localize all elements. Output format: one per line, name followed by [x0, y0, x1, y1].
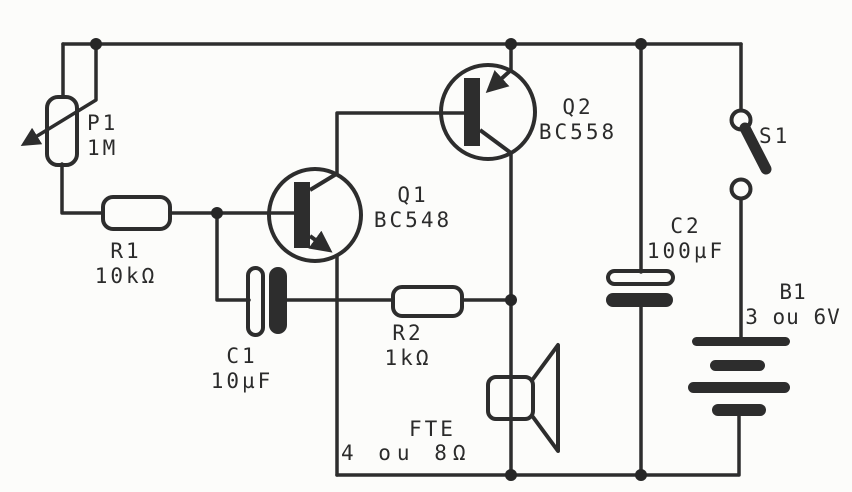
- s1-ref: S1: [759, 124, 791, 148]
- junction-dot: [90, 38, 102, 50]
- capacitor-c2-symbol: [606, 269, 675, 307]
- q1-collector-line: [308, 171, 340, 192]
- q1-base-bar: [294, 182, 310, 248]
- c1-ref: C1: [226, 344, 258, 368]
- q2-collector-line: [478, 128, 513, 155]
- capacitor-c1-symbol: [246, 266, 287, 337]
- p1-wiper-arrow: [20, 44, 98, 147]
- junction-dot: [211, 207, 223, 219]
- resistor-r1-symbol: [101, 195, 172, 231]
- c2-value: 100µF: [646, 239, 726, 263]
- fte-ref: FTE: [409, 417, 456, 441]
- p1-ref: P1: [87, 111, 119, 135]
- q2-emitter-arrow: [485, 68, 513, 93]
- r1-ref: R1: [110, 239, 142, 263]
- c1-value: 10µF: [210, 369, 274, 393]
- junction-dot: [635, 38, 647, 50]
- r1-value: 10kΩ: [94, 264, 158, 288]
- q2-value: BC558: [538, 120, 618, 144]
- b1-ref: B1: [779, 280, 807, 304]
- c1-label: C1 10µF: [198, 344, 286, 394]
- q1-value: BC548: [373, 208, 453, 232]
- junction-dot: [505, 38, 517, 50]
- b1-label: B1 3 ou 6V: [731, 280, 852, 330]
- switch-s1-symbol: [729, 108, 772, 201]
- junction-dots: [90, 38, 647, 481]
- resistor-r2-symbol: [391, 285, 464, 318]
- q2-label: Q2 BC558: [531, 95, 625, 145]
- c2-label: C2 100µF: [643, 214, 729, 264]
- potentiometer-p1-symbol: [20, 44, 98, 167]
- junction-dot: [635, 469, 647, 481]
- q2-ref: Q2: [562, 95, 594, 119]
- r1-label: R1 10kΩ: [82, 239, 170, 289]
- transistor-q1-symbol: [267, 167, 363, 263]
- q2-base-bar: [464, 78, 480, 146]
- c2-ref: C2: [670, 214, 702, 238]
- transistor-q2-symbol: [439, 63, 537, 161]
- fte-value-label: 4 ou 8Ω: [341, 441, 472, 466]
- s1-blade: [739, 122, 772, 175]
- wires: [60, 42, 743, 477]
- p1-label: P1 1M: [87, 111, 118, 161]
- junction-dot: [505, 469, 517, 481]
- speaker-fte-symbol: [486, 343, 560, 453]
- q1-emitter-arrow: [308, 230, 333, 253]
- speaker-cone: [531, 343, 560, 453]
- battery-b1-symbol: [688, 337, 790, 416]
- q1-collector-to-q2-base-wire: [335, 111, 466, 176]
- p1-value: 1M: [87, 136, 119, 160]
- q1-ref: Q1: [397, 183, 429, 207]
- r2-value: 1kΩ: [384, 346, 432, 370]
- fte-value: 4 ou 8Ω: [341, 441, 472, 465]
- r2-ref: R2: [392, 321, 424, 345]
- base-node-to-c1-wire: [215, 211, 251, 302]
- s1-label: S1: [759, 124, 790, 149]
- r2-label: R2 1kΩ: [362, 321, 454, 371]
- p1-bottom-lead: [60, 162, 105, 215]
- junction-dot: [505, 294, 517, 306]
- fte-label: FTE: [409, 417, 456, 442]
- q1-label: Q1 BC548: [366, 183, 460, 233]
- s1-bottom-terminal: [729, 177, 753, 201]
- b1-value: 3 ou 6V: [745, 305, 841, 329]
